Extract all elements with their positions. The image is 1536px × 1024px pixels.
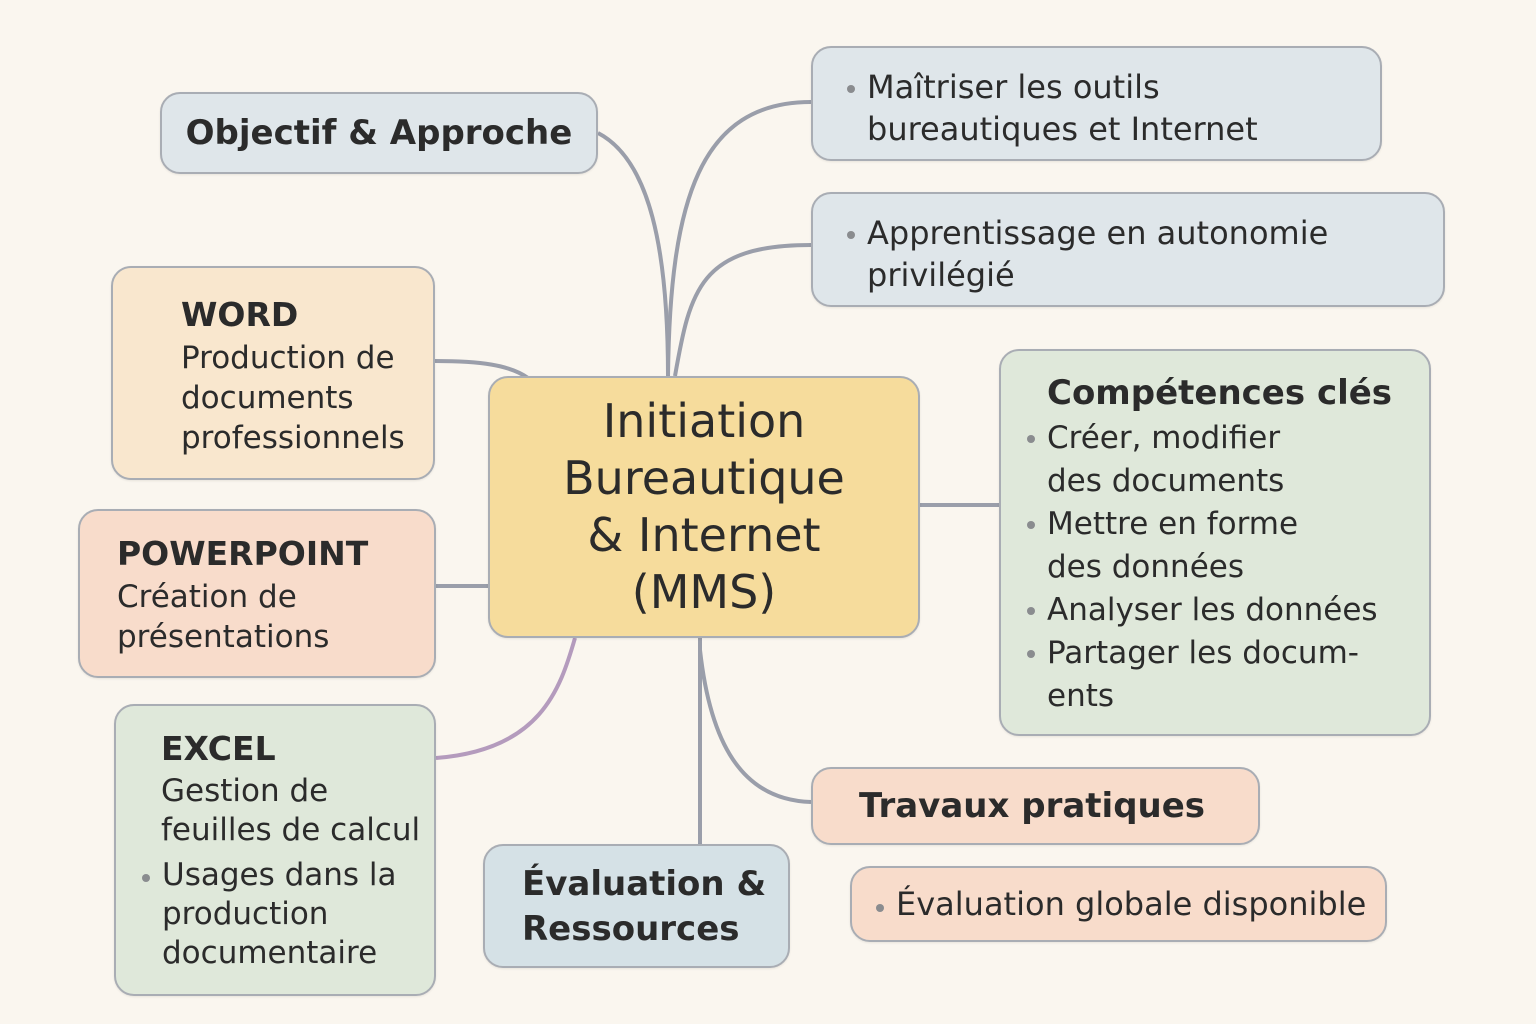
objectif-approche-title: Objectif & Approche: [185, 113, 573, 153]
competence-text: Analyser les données: [1047, 592, 1378, 628]
connector-objectif-point-2: [673, 243, 812, 377]
evaluation-globale-node[interactable]: Évaluation globale disponible: [850, 866, 1387, 942]
objectif-approche-node[interactable]: Objectif & Approche: [160, 92, 598, 174]
excel-description: feuilles de calcul: [161, 812, 421, 848]
excel-title: EXCEL: [161, 729, 276, 768]
excel-node[interactable]: EXCEL Gestion de feuilles de calcul Usag…: [114, 704, 436, 996]
evaluation-ressources-title: Évaluation &: [522, 864, 767, 904]
evaluation-ressources-title: Ressources: [522, 909, 740, 949]
word-node[interactable]: WORD Production de documents professionn…: [111, 266, 435, 480]
competence-text: des données: [1047, 549, 1244, 585]
competence-text: Créer, modifier: [1047, 420, 1281, 456]
connector-excel: [435, 637, 577, 760]
objectif-point-text: privilégié: [867, 256, 1015, 294]
powerpoint-node[interactable]: POWERPOINT Création de présentations: [78, 509, 436, 678]
powerpoint-title: POWERPOINT: [117, 534, 369, 573]
objectif-point-bullet: Maîtriser les outils bureautiques et Int…: [843, 66, 1380, 150]
central-topic[interactable]: Initiation Bureautique & Internet (MMS): [488, 376, 920, 638]
excel-usage-text: production: [162, 896, 329, 932]
competence-text: Mettre en forme: [1047, 506, 1299, 542]
objectif-point-text: Maîtriser les outils: [867, 68, 1160, 106]
competences-node[interactable]: Compétences clés Créer, modifier des doc…: [999, 349, 1431, 736]
objectif-point-bullet: Apprentissage en autonomie privilégié: [843, 212, 1443, 296]
objectif-point-text: Apprentissage en autonomie: [867, 214, 1329, 252]
excel-usage-bullet: Usages dans la production documentaire: [138, 856, 434, 973]
evaluation-globale-text: Évaluation globale disponible: [896, 885, 1367, 923]
connector-objectif-point-1: [666, 100, 812, 377]
objectif-point-node[interactable]: Apprentissage en autonomie privilégié: [811, 192, 1445, 307]
competence-text: ents: [1047, 678, 1115, 714]
word-title: WORD: [181, 295, 299, 334]
competence-item: Mettre en forme des données: [1023, 503, 1429, 589]
travaux-pratiques-title: Travaux pratiques: [859, 786, 1206, 826]
competence-item: Créer, modifier des documents: [1023, 417, 1429, 503]
excel-usage-text: documentaire: [162, 935, 378, 971]
word-description: professionnels: [181, 420, 405, 456]
competence-text: Partager les docum-: [1047, 635, 1359, 671]
central-topic-line: Initiation: [602, 394, 806, 448]
powerpoint-description: Création de: [117, 579, 297, 615]
excel-description: Gestion de: [161, 773, 329, 809]
competence-text: des documents: [1047, 463, 1285, 499]
travaux-pratiques-node[interactable]: Travaux pratiques: [811, 767, 1260, 845]
powerpoint-description: présentations: [117, 619, 330, 655]
word-description: documents: [181, 380, 354, 416]
evaluation-ressources-node[interactable]: Évaluation & Ressources: [483, 844, 790, 968]
connector-word: [434, 359, 530, 380]
objectif-point-node[interactable]: Maîtriser les outils bureautiques et Int…: [811, 46, 1382, 161]
competence-item: Partager les docum- ents: [1023, 632, 1429, 718]
competences-title: Compétences clés: [1047, 373, 1393, 413]
central-topic-line: (MMS): [631, 565, 777, 619]
central-topic-line: Bureautique: [563, 451, 845, 505]
connector-objectif: [597, 131, 670, 377]
objectif-point-text: bureautiques et Internet: [867, 110, 1258, 148]
connector-travaux: [698, 649, 812, 804]
evaluation-globale-bullet: Évaluation globale disponible: [872, 885, 1366, 923]
competence-item: Analyser les données: [1023, 589, 1429, 632]
central-topic-line: & Internet: [587, 508, 821, 562]
word-description: Production de: [181, 340, 395, 376]
excel-usage-text: Usages dans la: [162, 857, 397, 893]
